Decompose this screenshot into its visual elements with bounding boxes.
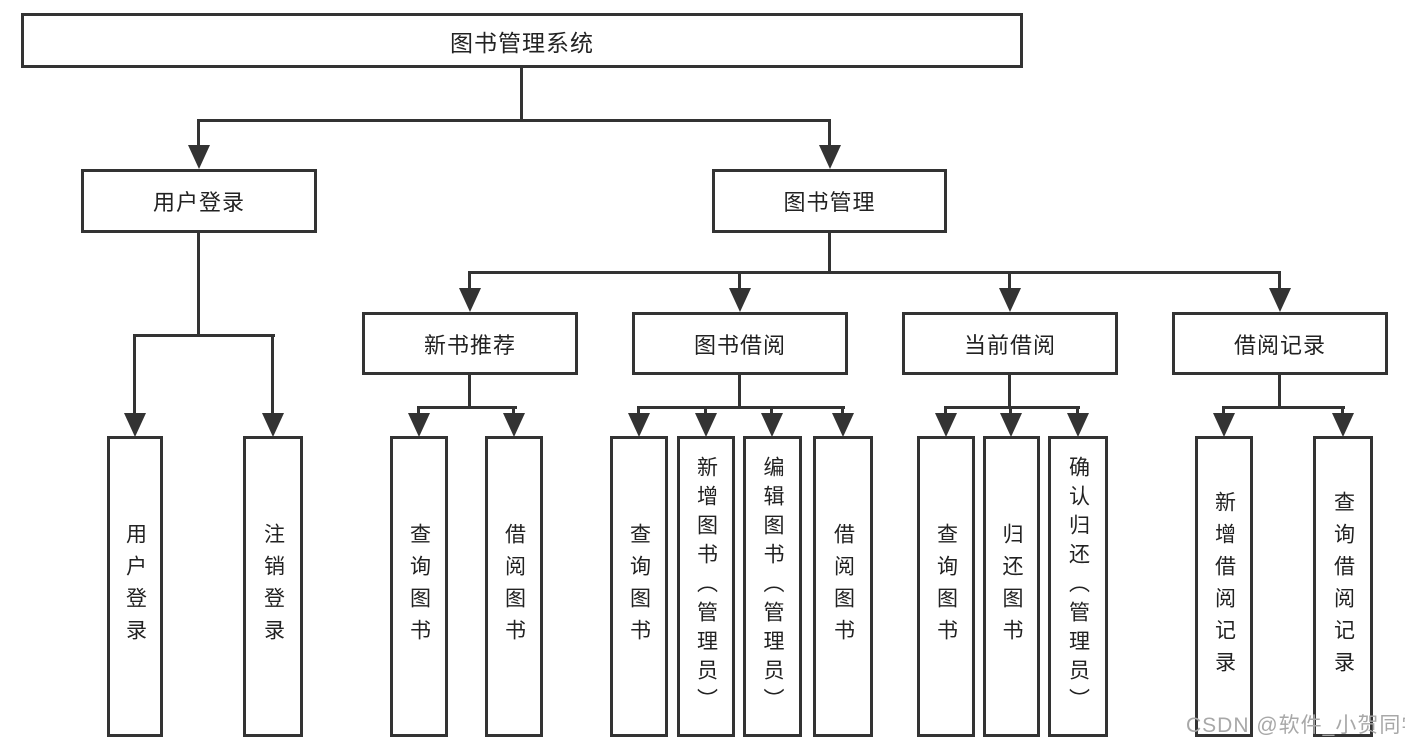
leaf-query-book-current: 查询图书	[917, 436, 975, 737]
arrowhead-down-icon	[408, 413, 430, 437]
connector-l3-drop	[468, 271, 471, 291]
leaf-borrow-book: 借阅图书	[813, 436, 873, 737]
connector-borrow-rail	[637, 406, 845, 409]
connector-leaf-drop	[1009, 406, 1012, 416]
leaf-add-book-admin: 新增图书（管理员）	[677, 436, 735, 737]
arrowhead-down-icon	[262, 413, 284, 437]
connector-leaf-drop	[841, 406, 844, 416]
connector-records-stem	[1278, 375, 1281, 409]
leaf-user-login: 用户登录	[107, 436, 163, 737]
arrowhead-down-icon	[1000, 413, 1022, 437]
arrowhead-down-icon	[1067, 413, 1089, 437]
arrowhead-down-icon	[729, 288, 751, 312]
arrowhead-down-icon	[695, 413, 717, 437]
connector-l3-drop	[1008, 271, 1011, 291]
arrowhead-down-icon	[628, 413, 650, 437]
connector-records-rail	[1222, 406, 1345, 409]
node-book-management: 图书管理	[712, 169, 947, 233]
leaf-confirm-return-admin: 确认归还（管理员）	[1048, 436, 1108, 737]
connector-leaf-drop	[1076, 406, 1079, 416]
node-new-book-recommend: 新书推荐	[362, 312, 578, 375]
leaf-borrow-book-recommend: 借阅图书	[485, 436, 543, 737]
arrowhead-down-icon	[819, 145, 841, 169]
connector-leaf-drop	[133, 334, 136, 416]
connector-user-login-stem	[197, 233, 200, 337]
node-current-borrow: 当前借阅	[902, 312, 1118, 375]
connector-book-mgmt-rail	[468, 271, 1281, 274]
arrowhead-down-icon	[832, 413, 854, 437]
connector-user-login-drop	[197, 119, 200, 149]
leaf-return-book: 归还图书	[983, 436, 1040, 737]
connector-root-rail	[197, 119, 831, 122]
connector-leaf-drop	[944, 406, 947, 416]
connector-leaf-drop	[637, 406, 640, 416]
arrowhead-down-icon	[1213, 413, 1235, 437]
arrowhead-down-icon	[503, 413, 525, 437]
node-borrow-records: 借阅记录	[1172, 312, 1388, 375]
arrowhead-down-icon	[1332, 413, 1354, 437]
arrowhead-down-icon	[935, 413, 957, 437]
connector-l3-drop	[738, 271, 741, 291]
connector-book-mgmt-drop	[828, 119, 831, 149]
leaf-query-book-borrow: 查询图书	[610, 436, 668, 737]
arrowhead-down-icon	[124, 413, 146, 437]
arrowhead-down-icon	[1269, 288, 1291, 312]
node-user-login: 用户登录	[81, 169, 317, 233]
connector-book-mgmt-stem	[828, 233, 831, 274]
arrowhead-down-icon	[459, 288, 481, 312]
connector-leaf-drop	[417, 406, 420, 416]
node-book-borrow: 图书借阅	[632, 312, 848, 375]
connector-recommend-rail	[417, 406, 517, 409]
connector-borrow-stem	[738, 375, 741, 409]
node-library-system: 图书管理系统	[21, 13, 1023, 68]
connector-leaf-drop	[770, 406, 773, 416]
connector-leaf-drop	[1222, 406, 1225, 416]
connector-current-rail	[944, 406, 1080, 409]
arrowhead-down-icon	[999, 288, 1021, 312]
arrowhead-down-icon	[761, 413, 783, 437]
connector-leaf-drop	[704, 406, 707, 416]
connector-l3-drop	[1278, 271, 1281, 291]
leaf-logout: 注销登录	[243, 436, 303, 737]
arrowhead-down-icon	[188, 145, 210, 169]
connector-current-stem	[1008, 375, 1011, 409]
leaf-query-borrow-record: 查询借阅记录	[1313, 436, 1373, 737]
connector-root-stem	[520, 68, 523, 122]
leaf-edit-book-admin: 编辑图书（管理员）	[743, 436, 802, 737]
leaf-query-book-recommend: 查询图书	[390, 436, 448, 737]
connector-leaf-drop	[512, 406, 515, 416]
connector-user-login-rail	[133, 334, 275, 337]
connector-leaf-drop	[1341, 406, 1344, 416]
connector-recommend-stem	[468, 375, 471, 409]
csdn-watermark: CSDN @软件_小贺同学	[1186, 714, 1405, 737]
connector-leaf-drop	[271, 334, 274, 416]
leaf-add-borrow-record: 新增借阅记录	[1195, 436, 1253, 737]
